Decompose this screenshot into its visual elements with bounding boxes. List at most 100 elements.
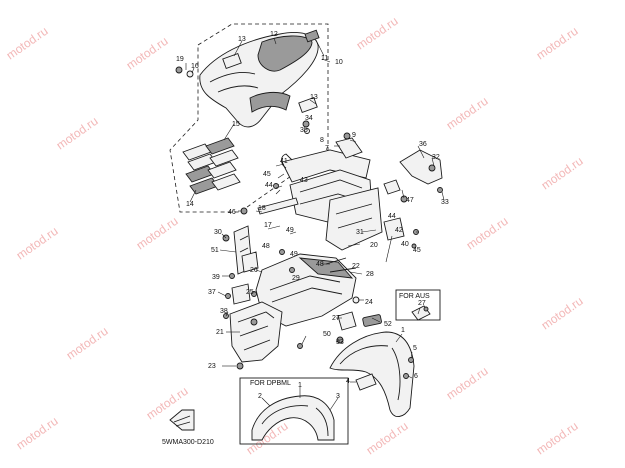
washer-icon [186,70,194,78]
callout-53: 53 [336,339,344,346]
callout-41: 41 [280,158,288,165]
inner-fender [222,225,382,370]
callout-39: 39 [212,274,220,281]
callout-45: 45 [263,171,271,178]
callout-24: 24 [365,299,373,306]
callout-42: 42 [395,227,403,234]
cap-part [304,29,320,43]
cushion-set [182,137,241,195]
seat-pad [257,35,313,72]
callout-1b: 1 [298,382,302,389]
callout-7: 7 [325,145,329,152]
callout-13b: 13 [310,94,318,101]
callout-33: 33 [441,199,449,206]
callout-27: 27 [332,315,340,322]
callout-15: 15 [232,121,240,128]
callout-17: 17 [264,222,272,229]
callout-28: 28 [366,271,374,278]
bolt-icon [175,66,183,74]
seat-group-outline [169,23,329,213]
callout-21: 21 [216,329,224,336]
watermark: motod.ru [464,214,511,253]
callout-51: 51 [211,247,219,254]
callout-13: 13 [238,36,246,43]
callout-10: 10 [335,59,343,66]
callout-12: 12 [270,31,278,38]
diagram-code: 5WMA300-D210 [162,439,214,446]
callout-20: 20 [370,242,378,249]
watermark: motod.ru [534,419,581,458]
callout-29: 29 [292,275,300,282]
callout-37: 37 [208,289,216,296]
rear-frame [240,120,443,251]
watermark: motod.ru [134,214,181,253]
inset-for-aus-label: FOR AUS [399,293,430,300]
watermark: motod.ru [364,419,411,458]
callout-27b: 27 [418,300,426,307]
alt-mudguard [251,395,335,441]
license-bracket [229,301,283,363]
watermark: motod.ru [539,154,586,193]
callout-25: 25 [246,289,254,296]
callout-40: 40 [401,241,409,248]
callout-50: 50 [323,331,331,338]
callout-6: 6 [414,373,418,380]
inset-for-dpbml: FOR DPBML [239,377,349,445]
watermark: motod.ru [534,24,581,63]
callout-31: 31 [356,229,364,236]
callout-35: 35 [300,127,308,134]
callout-38: 38 [220,308,228,315]
callout-49b: 49 [290,251,298,258]
strap [257,197,299,215]
callout-4: 4 [346,378,350,385]
callout-36: 36 [419,141,427,148]
watermark: motod.ru [4,24,51,63]
watermark: motod.ru [539,294,586,333]
callout-34: 34 [305,115,313,122]
callout-30: 30 [214,229,222,236]
callout-11: 11 [321,55,328,62]
inset-for-aus: FOR AUS [395,289,441,321]
reflector [362,314,382,327]
grab-rail [249,91,291,113]
callout-19: 19 [176,56,184,63]
seat-assembly [169,23,329,213]
callouts: 12 13 11 10 19 16 13 15 1 4 34 35 9 8 7 3… [176,31,449,400]
emblem-part [298,96,318,114]
watermark: motod.ru [124,34,171,73]
callout-32: 32 [432,154,440,161]
callout-48b: 48 [316,261,324,268]
inset-for-dpbml-label: FOR DPBML [250,380,291,387]
callout-52: 52 [384,321,392,328]
watermark: motod.ru [64,324,111,363]
rear-mudguard [329,331,415,417]
callout-23: 23 [208,363,216,370]
callout-46: 46 [228,209,236,216]
direction-arrow-icon [169,409,195,431]
callout-44b: 44 [388,213,396,220]
callout-45b: 45 [413,247,421,254]
watermark: motod.ru [14,414,61,453]
inset-for-dpbml-frame [239,377,349,445]
watermark: motod.ru [444,364,491,403]
callout-2: 2 [258,393,262,400]
watermark: motod.ru [14,224,61,263]
callout-9: 9 [352,132,356,139]
watermark: motod.ru [354,14,401,53]
callout-3: 3 [336,393,340,400]
bolt-icon [250,318,258,326]
callout-8: 8 [320,137,324,144]
callout-44: 44 [265,182,273,189]
callout-18: 18 [258,205,266,212]
bolt-icon [273,183,279,189]
callout-22: 22 [352,263,360,270]
bolt-icon [236,362,244,370]
watermark: motod.ru [444,94,491,133]
callout-26: 26 [250,267,258,274]
emblem-part [222,52,242,70]
side-bracket [325,187,383,251]
leader-lines [185,37,445,411]
callout-16: 16 [191,63,199,70]
